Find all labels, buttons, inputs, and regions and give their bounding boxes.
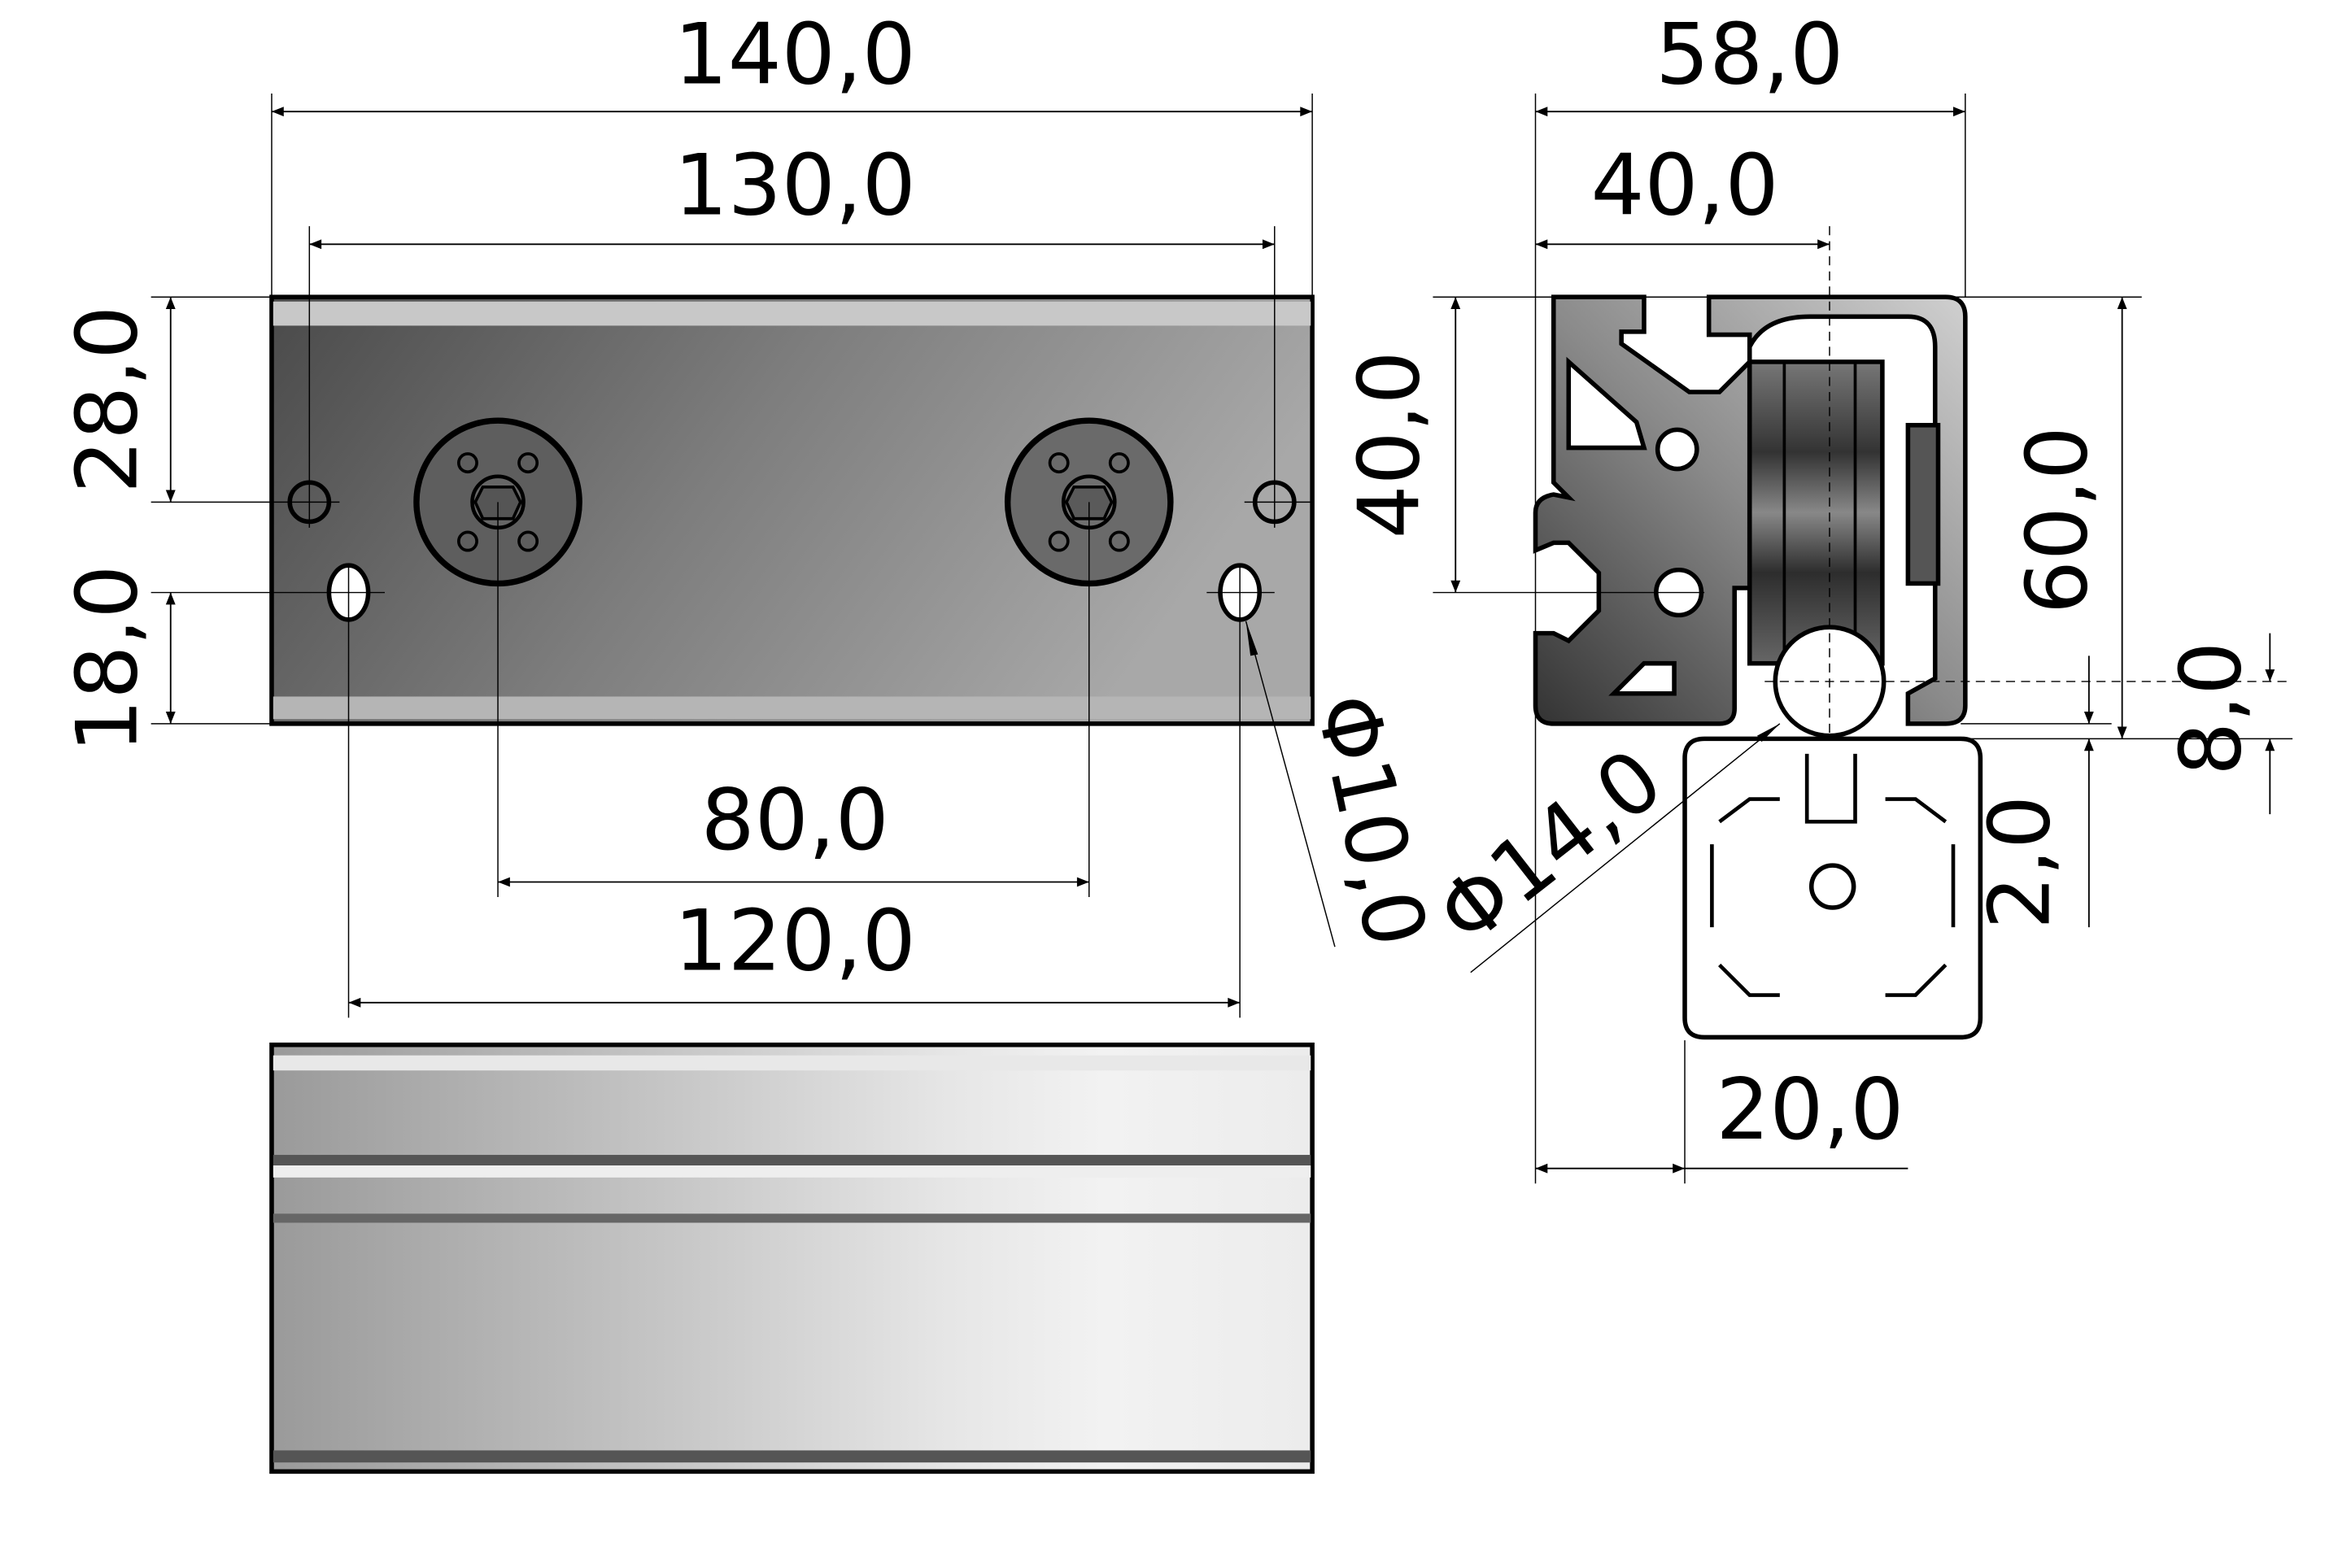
rail-edge [273,1055,1311,1071]
side-extension-lines [1433,93,2293,1184]
leader-arrowhead [1245,621,1258,656]
leader-arrowhead [1757,723,1780,743]
dim-hole-pitch-inner: 120,0 [674,893,916,991]
dim-wheel-offset: 40,0 [1590,137,1778,235]
wheel-axle [1905,423,1941,586]
dim-gap: 2,0 [1971,795,2069,930]
dim-hole-height: 40,0 [1341,351,1438,538]
plate-top-edge [273,301,1311,326]
dim-hole-height-top: 28,0 [59,306,157,494]
rail-groove [273,1213,1311,1223]
carriage-profile [1533,294,1968,726]
rail-profile-side [269,1042,1315,1474]
dim-overall-height: 60,0 [2009,426,2107,614]
rail-center-hole [1808,863,1856,910]
dim-hole-diameter: Φ10,0 [1296,686,1444,955]
rail-slot [1804,753,1857,824]
front-view: 140,0 130,0 28,0 18,0 80,0 120,0 Φ10,0 [59,6,1445,1018]
profile-cavity [1566,356,1647,451]
dim-ball-diameter: Φ14,0 [1420,731,1680,965]
dim-rail-width: 20,0 [1716,1061,1904,1159]
rail-slot [1710,797,1956,997]
dim-overall-width: 58,0 [1655,6,1843,103]
rail-groove-highlight [273,1165,1311,1178]
rail-view [269,1042,1315,1474]
side-view: 58,0 40,0 40,0 60,0 8,0 2,0 Φ14,0 20,0 [1341,6,2293,1184]
dim-groove-depth: 8,0 [2163,642,2261,776]
plate-bottom-edge [273,696,1311,720]
rail-bottom-edge [273,1450,1311,1463]
dim-hole-pitch-outer: 130,0 [674,137,916,235]
profile-keyhole [1655,427,1699,472]
profile-cavity [1608,660,1677,696]
dim-hole-height-bottom: 18,0 [59,565,157,753]
extension-lines [150,93,1336,1018]
dim-wheel-pitch: 80,0 [701,772,889,869]
rail-groove [273,1155,1311,1166]
guide-wheel [1747,359,1885,666]
dim-overall-length: 140,0 [674,6,916,103]
